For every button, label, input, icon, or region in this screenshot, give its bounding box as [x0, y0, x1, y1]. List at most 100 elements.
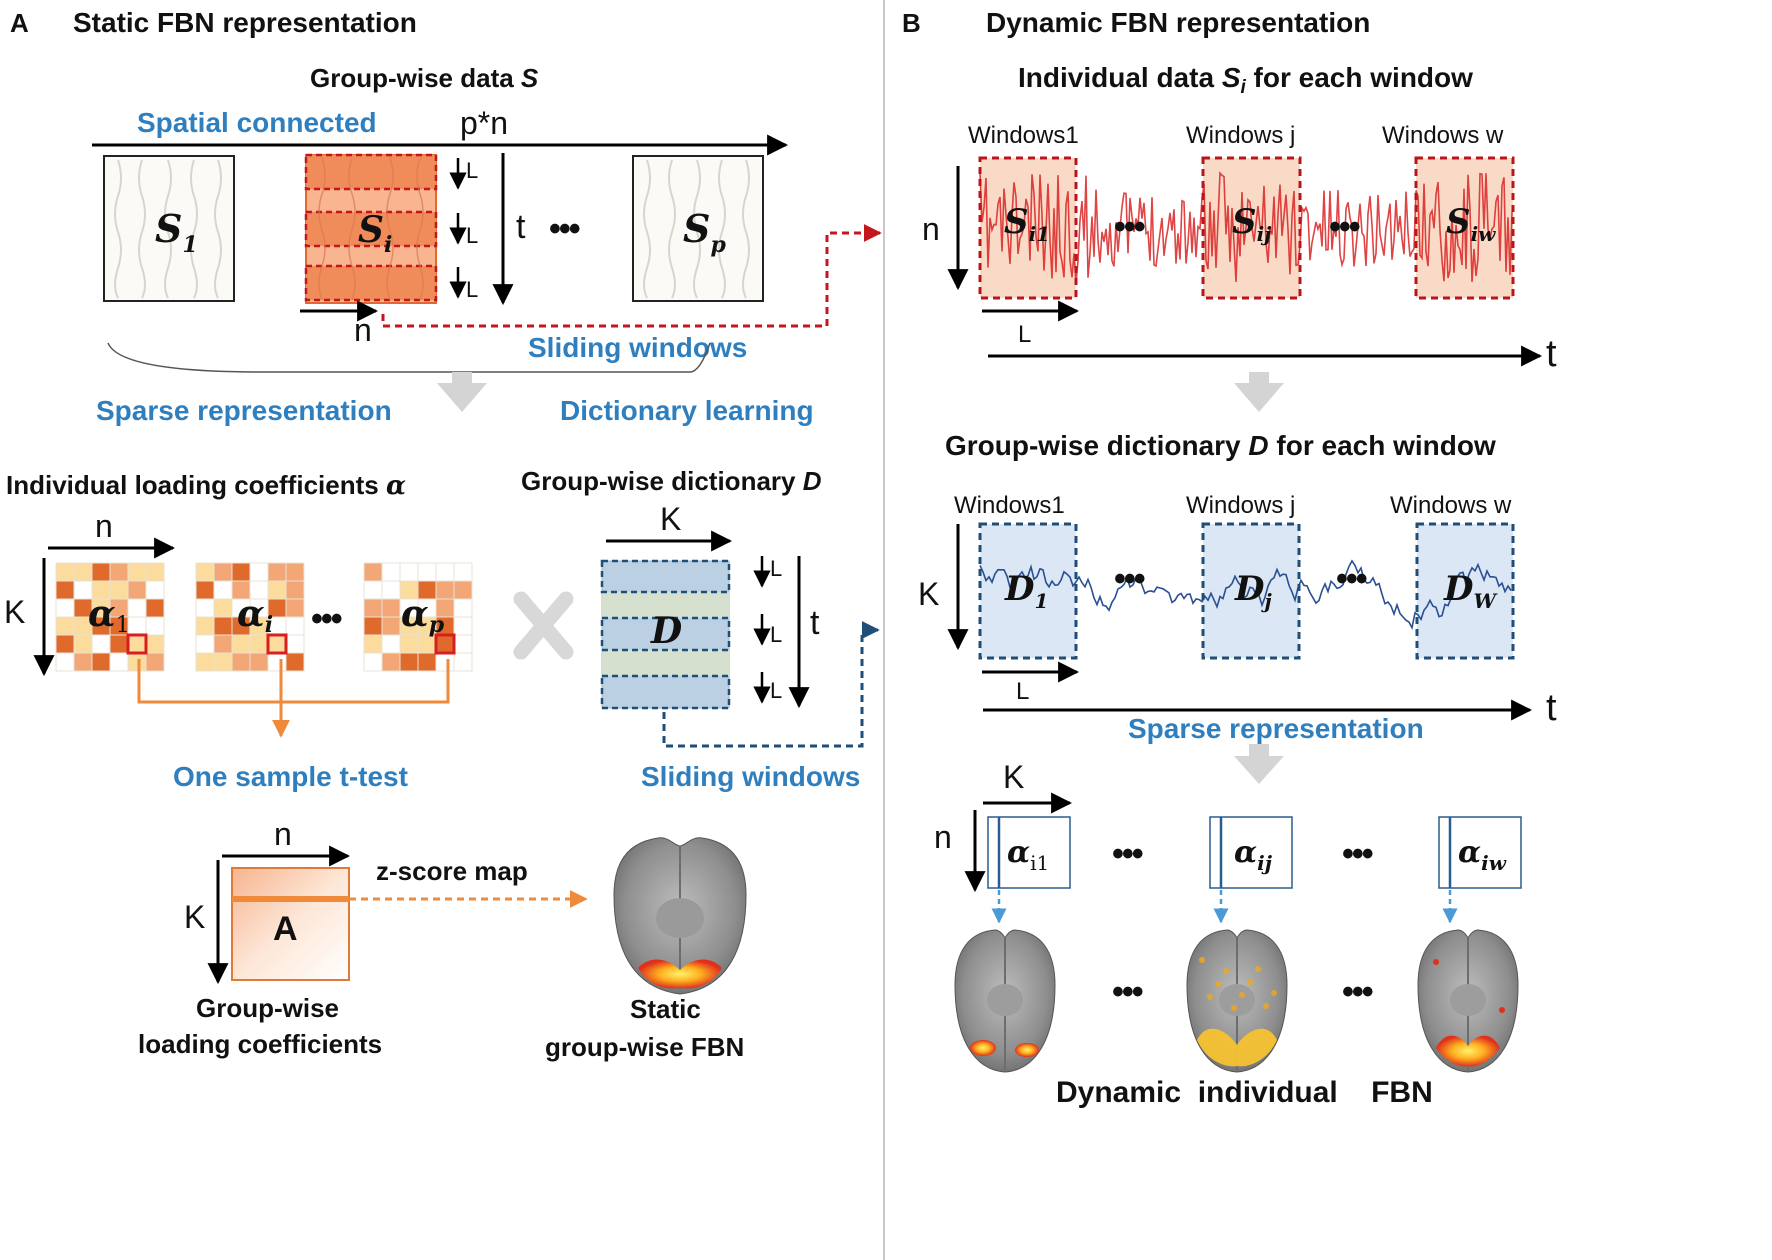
s-iw-label: Siw	[1446, 202, 1496, 246]
windows-1-label-mid: Windows1	[954, 492, 1065, 519]
l-label-3: L	[466, 277, 478, 302]
sliding-windows-label-1: Sliding windows	[528, 332, 747, 363]
alpha-grid-cell	[73, 652, 93, 672]
b-k-label-bottom: K	[1003, 759, 1024, 795]
panel-a-title: Static FBN representation	[73, 7, 417, 38]
group-data-title: Group-wise data S	[310, 63, 539, 93]
alpha-grid-cell	[453, 580, 473, 600]
alpha-grid-cell	[127, 634, 147, 654]
si-label: Si	[358, 209, 392, 258]
panel-b-title: Dynamic FBN representation	[986, 7, 1370, 38]
alpha-1-grid	[55, 562, 165, 672]
dict-window-borders	[978, 522, 1515, 660]
alpha-i1-box: αi1	[987, 816, 1071, 889]
alpha-grid-cell	[363, 616, 383, 636]
alpha-grid-cell	[249, 562, 269, 582]
alpha-grid-cell	[381, 562, 401, 582]
alpha-grid-cell	[285, 616, 305, 636]
dict-l-label-3: L	[770, 678, 782, 703]
alpha-dots-b-1: •••	[1112, 835, 1143, 873]
alpha-grid-cell	[381, 580, 401, 600]
b-l-label-mid: L	[1016, 678, 1029, 705]
si-matrix: Si	[304, 153, 438, 304]
group-loading-caption-2: loading coefficients	[138, 1029, 382, 1059]
b-n-label-bottom: n	[934, 819, 952, 855]
alpha-grid-cell	[249, 652, 269, 672]
alpha-grid-cell	[195, 580, 215, 600]
alpha-grid-cell	[285, 652, 305, 672]
alpha-grid-cell	[399, 634, 419, 654]
b-l-label-top: L	[1018, 321, 1031, 348]
s1-label: S1	[155, 206, 198, 258]
alpha-grid-cell	[145, 598, 165, 618]
alpha-iw-label: αiw	[1458, 835, 1507, 875]
a-k-label: K	[184, 899, 205, 935]
alpha-grid-cell	[453, 616, 473, 636]
dict-windows	[980, 524, 1513, 658]
alpha-grid-cell	[435, 580, 455, 600]
dynamic-fbn-caption: Dynamic individual FBN	[1056, 1076, 1433, 1109]
red-signal-trace	[979, 171, 1513, 284]
dict-window-arrows: L L L	[753, 556, 782, 704]
sliding-windows-label-2: Sliding windows	[641, 761, 860, 792]
alpha-i1-label: αi1	[1007, 835, 1049, 875]
alpha-grid-cell	[453, 652, 473, 672]
alpha-1-label: α1	[88, 593, 130, 638]
alpha-grid-cell	[195, 634, 215, 654]
alpha-grid-cell	[127, 562, 147, 582]
dictionary-learning-label: Dictionary learning	[560, 395, 814, 426]
alpha-grid-cell	[91, 562, 111, 582]
down-arrow-b-1	[1234, 372, 1284, 412]
alpha-grid-cell	[213, 652, 233, 672]
alpha-grid-cell	[73, 634, 93, 654]
alpha-grid-cell	[285, 562, 305, 582]
panel-b-letter: B	[902, 8, 921, 38]
alpha-grid-cell	[417, 562, 437, 582]
alpha-grid-cell	[417, 652, 437, 672]
sparse-representation-label-b: Sparse representation	[1128, 713, 1424, 744]
dict-t-label: t	[810, 604, 820, 642]
highlight-cell	[266, 633, 288, 655]
windows-w-label-mid: Windows w	[1390, 492, 1512, 519]
alpha-grid-cell	[127, 598, 147, 618]
b-t-label-mid: t	[1546, 687, 1557, 729]
alpha-grid-cell	[267, 580, 287, 600]
alpha-grid-cell	[195, 652, 215, 672]
alpha-grid-cell	[453, 562, 473, 582]
alpha-grid-cell	[231, 562, 251, 582]
matrix-dots: •••	[549, 210, 580, 248]
alpha-grid-cell	[55, 634, 75, 654]
panel-a: A Static FBN representation Group-wise d…	[4, 7, 882, 1062]
alpha-grid-cell	[399, 652, 419, 672]
dict-dots-2: •••	[1336, 560, 1367, 598]
group-loading-caption-1: Group-wise	[196, 993, 339, 1023]
alpha-grid-cell	[109, 562, 129, 582]
alpha-grid-cell	[381, 616, 401, 636]
panel-a-letter: A	[10, 8, 29, 38]
group-loading-matrix-a: A	[231, 867, 350, 981]
alpha-grid-cell	[213, 598, 233, 618]
alpha-grid-cell	[363, 562, 383, 582]
alpha-grid-cell	[127, 652, 147, 672]
s-ij-label: Sij	[1232, 202, 1272, 246]
alpha-grid-cell	[381, 634, 401, 654]
alpha-grid-cell	[127, 580, 147, 600]
alpha-grid-cell	[55, 598, 75, 618]
b-n-label: n	[922, 211, 940, 247]
s1-matrix: S1	[103, 155, 235, 302]
b-k-label-mid: K	[918, 576, 939, 612]
alpha-grid-cell	[195, 616, 215, 636]
alpha-iw-box: αiw	[1438, 816, 1522, 889]
alpha-grid-cell	[213, 580, 233, 600]
alpha-grid-cell	[55, 652, 75, 672]
alpha-grid-cell	[435, 562, 455, 582]
alpha-grid-cell	[145, 652, 165, 672]
highlight-cell	[126, 633, 148, 655]
alpha-grid-cell	[363, 598, 383, 618]
t-label: t	[516, 208, 526, 246]
static-fbn-caption-2: group-wise FBN	[545, 1032, 744, 1062]
alpha-grid-cell	[213, 562, 233, 582]
alpha-grid-cell	[195, 562, 215, 582]
alpha-p-grid	[363, 562, 473, 672]
alpha-ij-label: αij	[1234, 835, 1273, 875]
